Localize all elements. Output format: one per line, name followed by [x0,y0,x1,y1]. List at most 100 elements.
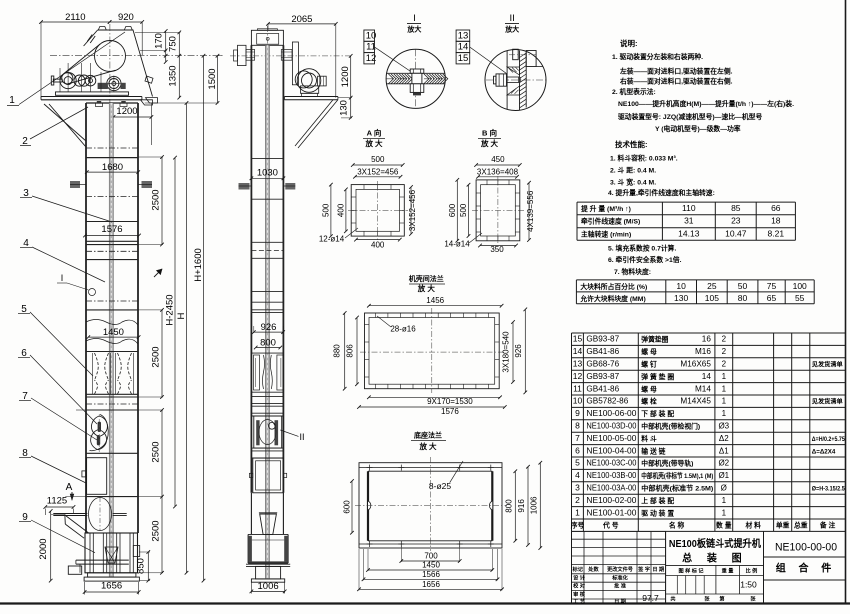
svg-text:比 例: 比 例 [745,566,757,574]
svg-text:大块料所占百分比 (%): 大块料所占百分比 (%) [580,282,647,291]
svg-text:926: 926 [261,322,277,333]
svg-text:NE100-06-00: NE100-06-00 [586,409,636,418]
svg-text:GB68-76: GB68-76 [586,360,619,369]
svg-text:总重: 总重 [794,521,808,530]
svg-text:1. 驱动装置分左装和右装两种.: 1. 驱动装置分左装和右装两种. [612,52,703,61]
svg-text:Ø=H-3.15/2.5: Ø=H-3.15/2.5 [812,486,845,493]
svg-text:1656: 1656 [422,580,440,589]
svg-text:80: 80 [738,293,748,303]
svg-text:6. 牵引件安全系数 >1倍.: 6. 牵引件安全系数 >1倍. [608,255,682,264]
svg-text:4. 提升量,牵引件线速度和主轴转速:: 4. 提升量,牵引件线速度和主轴转速: [608,188,715,197]
svg-text:螺 母: 螺 母 [641,347,657,356]
svg-text:GB41-86: GB41-86 [586,347,619,356]
svg-text:11: 11 [366,42,376,53]
svg-text:NE100——提升机高度H(M)——提升量(t/h ↑)——: NE100——提升机高度H(M)——提升量(t/h ↑)——左(右)装. [618,99,794,108]
svg-text:NE100-03A-00: NE100-03A-00 [586,484,636,493]
svg-text:1006: 1006 [258,581,279,592]
svg-text:NE100-03D-00: NE100-03D-00 [586,422,636,431]
svg-text:75: 75 [767,281,777,291]
svg-text:放 大: 放 大 [417,283,436,293]
svg-text:NE100板链斗式提升机: NE100板链斗式提升机 [669,537,761,550]
svg-text:1576: 1576 [441,407,459,416]
svg-text:日 期: 日 期 [614,597,626,605]
svg-text:14: 14 [702,372,712,381]
svg-text:8: 8 [575,421,580,431]
svg-text:Δ2: Δ2 [719,434,729,443]
svg-text:5: 5 [21,304,27,315]
svg-text:920: 920 [118,12,134,23]
svg-text:5. 填充系数按 0.7计算.: 5. 填充系数按 0.7计算. [608,244,676,253]
svg-text:13: 13 [573,359,583,369]
svg-text:NE100-01-00: NE100-01-00 [586,508,636,517]
svg-text:9: 9 [22,512,28,523]
svg-text:3: 3 [23,188,29,199]
svg-text:1576: 1576 [101,224,122,235]
svg-text:14: 14 [458,42,469,53]
svg-text:110: 110 [682,203,696,213]
svg-text:4X139=556: 4X139=556 [526,190,535,232]
svg-text:料 斗: 料 斗 [641,434,657,443]
svg-text:1350: 1350 [167,65,178,86]
svg-text:重 量: 重 量 [722,566,735,574]
svg-text:上 部 装 配: 上 部 装 配 [641,496,674,505]
svg-text:500: 500 [459,203,468,217]
svg-text:A: A [66,482,73,493]
svg-text:右装——面对进料口,驱动装置在右侧.: 右装——面对进料口,驱动装置在右侧. [619,77,733,86]
svg-text:下 部 装 配: 下 部 装 配 [641,409,674,418]
svg-text:1: 1 [9,95,15,106]
svg-text:Y (电动机型号)—级数—功率: Y (电动机型号)—级数—功率 [655,124,741,133]
svg-text:18: 18 [771,216,781,226]
svg-text:标准化: 标准化 [611,573,628,581]
svg-text:更改文件号: 更改文件号 [607,565,633,573]
svg-text:3X136=408: 3X136=408 [477,167,519,176]
svg-text:图 样 标 记: 图 样 标 记 [678,566,704,574]
svg-text:H+1600: H+1600 [193,248,204,282]
svg-text:2. 机型表示法:: 2. 机型表示法: [612,87,656,96]
svg-text:中部机壳(非标节 1.5M),1 (M): 中部机壳(非标节 1.5M),1 (M) [641,471,713,480]
svg-text:中部机壳(带检视门): 中部机壳(带检视门) [641,422,700,431]
svg-text:驱动装置型号: JZQ(减速机型号)—速比—机型号: 驱动装置型号: JZQ(减速机型号)—速比—机型号 [618,112,762,121]
svg-text:螺 母: 螺 母 [641,384,657,393]
svg-text:1: 1 [722,372,727,381]
svg-text:14.13: 14.13 [678,229,700,239]
svg-text:2065: 2065 [291,14,312,25]
svg-text:1. 料斗容积: 0.033 M³.: 1. 料斗容积: 0.033 M³. [610,154,678,163]
svg-text:800: 800 [505,499,514,513]
svg-text:Δ1: Δ1 [719,446,729,455]
svg-text:NE100-00-00: NE100-00-00 [775,542,837,554]
svg-text:GB41-86: GB41-86 [586,384,619,393]
svg-text:85: 85 [731,203,741,213]
svg-text:说明:: 说明: [620,38,638,48]
svg-text:806: 806 [346,344,355,358]
svg-text:工 艺: 工 艺 [573,597,585,605]
svg-text:放 大: 放 大 [480,138,499,148]
svg-text:7. 物料块度:: 7. 物料块度: [614,267,651,276]
svg-text:13: 13 [458,30,469,41]
svg-text:B 向: B 向 [482,128,497,138]
svg-text:材 料: 材 料 [745,521,761,530]
svg-text:450: 450 [491,155,505,164]
svg-text:700: 700 [424,552,438,561]
svg-text:张: 张 [750,595,756,603]
svg-text:2: 2 [575,495,580,505]
svg-text:1125: 1125 [47,496,67,507]
svg-text:提 升 量 (M³/h ↑): 提 升 量 (M³/h ↑) [580,204,631,213]
svg-text:II: II [299,432,304,442]
svg-text:5: 5 [575,458,580,468]
svg-text:3X180=540: 3X180=540 [502,331,511,373]
svg-text:牵引件线速度 (M/S): 牵引件线速度 (M/S) [581,217,640,226]
svg-text:1450: 1450 [422,561,440,570]
svg-text:3X152=456: 3X152=456 [357,167,399,176]
svg-text:见发货清单: 见发货清单 [812,398,844,406]
svg-text:10.47: 10.47 [725,229,747,239]
svg-text:单重: 单重 [776,521,790,530]
svg-text:12: 12 [366,53,377,64]
svg-text:底座法兰: 底座法兰 [414,431,442,440]
svg-text:1: 1 [722,508,727,517]
svg-text:750: 750 [167,36,178,52]
svg-text:8: 8 [22,448,28,459]
svg-text:28-ø16: 28-ø16 [390,325,416,334]
svg-text:15: 15 [458,53,469,64]
svg-text:处数: 处数 [587,565,599,573]
svg-text:M14X45: M14X45 [680,397,711,406]
